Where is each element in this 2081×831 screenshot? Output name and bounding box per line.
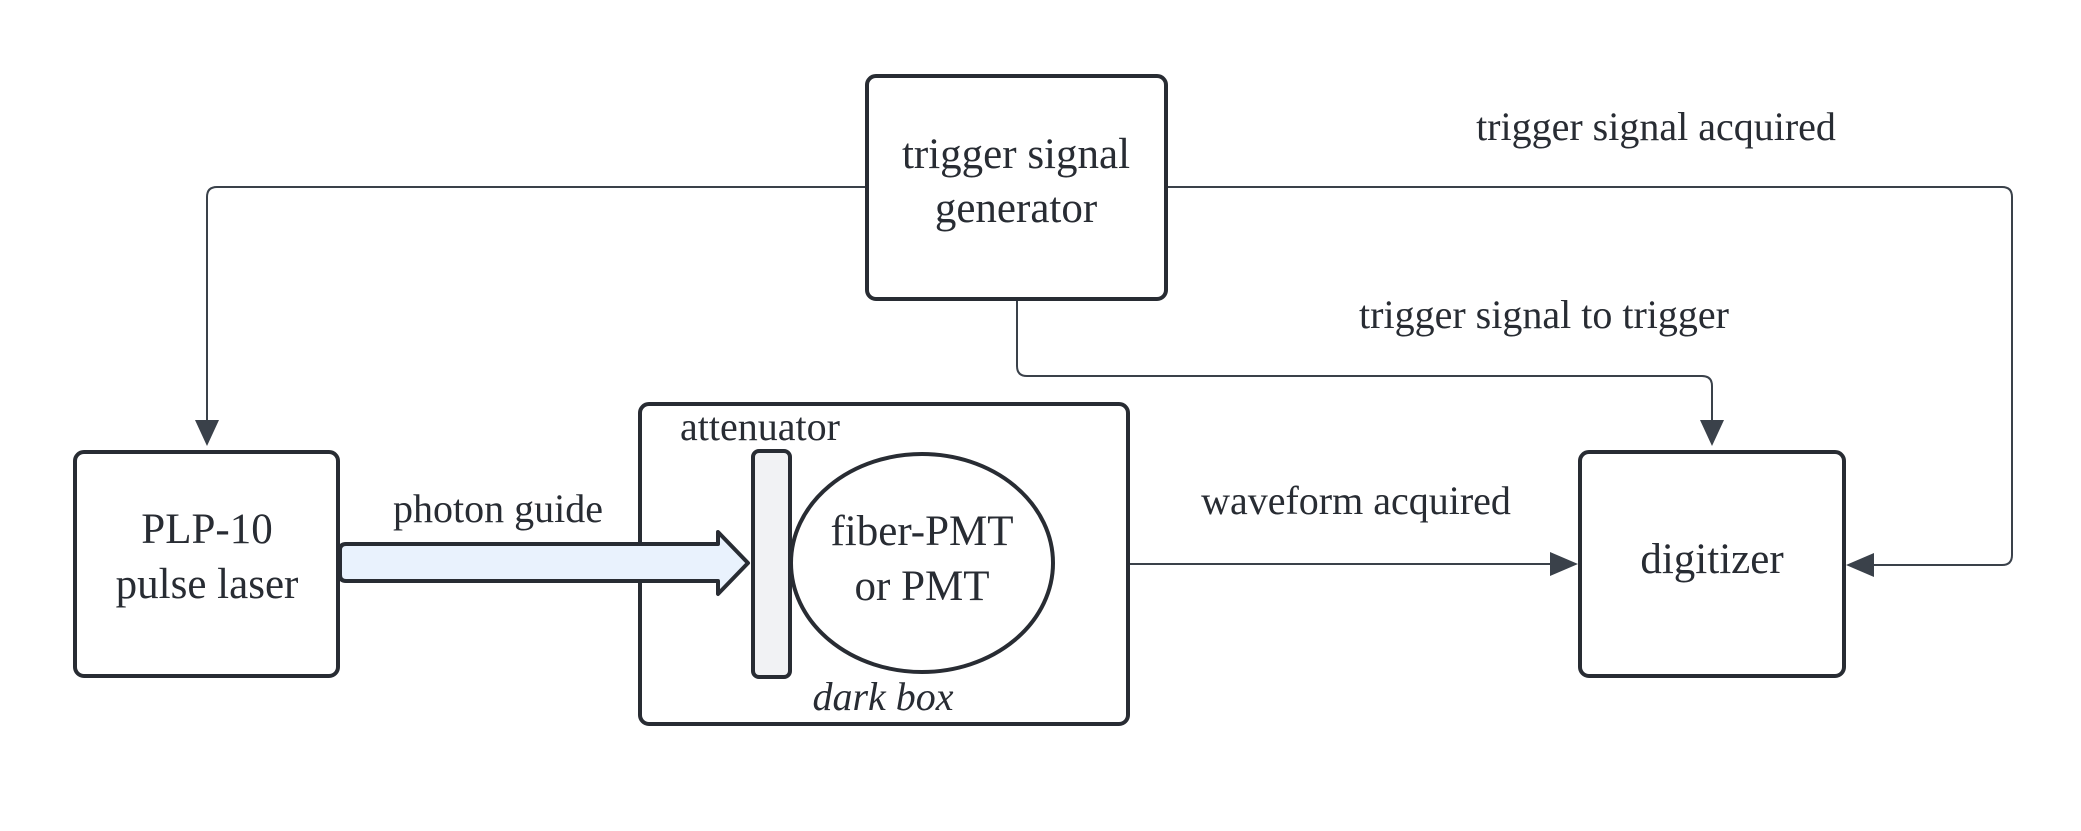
attenuator-label: attenuator: [680, 404, 840, 449]
node-pulse-laser-line2: pulse laser: [116, 561, 299, 608]
attenuator-slab: [751, 449, 792, 679]
node-trigger-generator-line1: trigger signal: [902, 131, 1130, 178]
arrowhead-digitizer-right: [1846, 553, 1874, 577]
node-digitizer-label: digitizer: [1640, 536, 1783, 583]
dark-box-label: dark box: [812, 674, 953, 719]
edge-label-photon-guide: photon guide: [393, 486, 603, 531]
edge-label-trigger-to-digitizer: trigger signal to trigger: [1359, 292, 1729, 337]
node-pulse-laser-line1: PLP-10: [141, 506, 272, 553]
node-digitizer: [1578, 450, 1846, 678]
arrowhead-digitizer-top: [1700, 420, 1724, 446]
node-trigger-generator-line2: generator: [935, 185, 1097, 232]
edge-label-waveform: waveform acquired: [1201, 478, 1511, 523]
edge-trigger-to-laser: [206, 186, 867, 440]
arrowhead-waveform: [1550, 552, 1578, 576]
edge-label-trigger-acquired: trigger signal acquired: [1476, 104, 1836, 149]
photon-guide-arrow: [338, 530, 750, 596]
node-trigger-generator: [865, 74, 1168, 301]
arrowhead-laser: [195, 420, 219, 446]
node-pmt: [789, 452, 1055, 674]
edge-trigger-to-digitizer: [1016, 299, 1713, 420]
edge-trigger-acquired: [1166, 186, 2013, 566]
node-pmt-line2: or PMT: [855, 563, 990, 610]
node-pmt-line1: fiber-PMT: [830, 508, 1013, 555]
